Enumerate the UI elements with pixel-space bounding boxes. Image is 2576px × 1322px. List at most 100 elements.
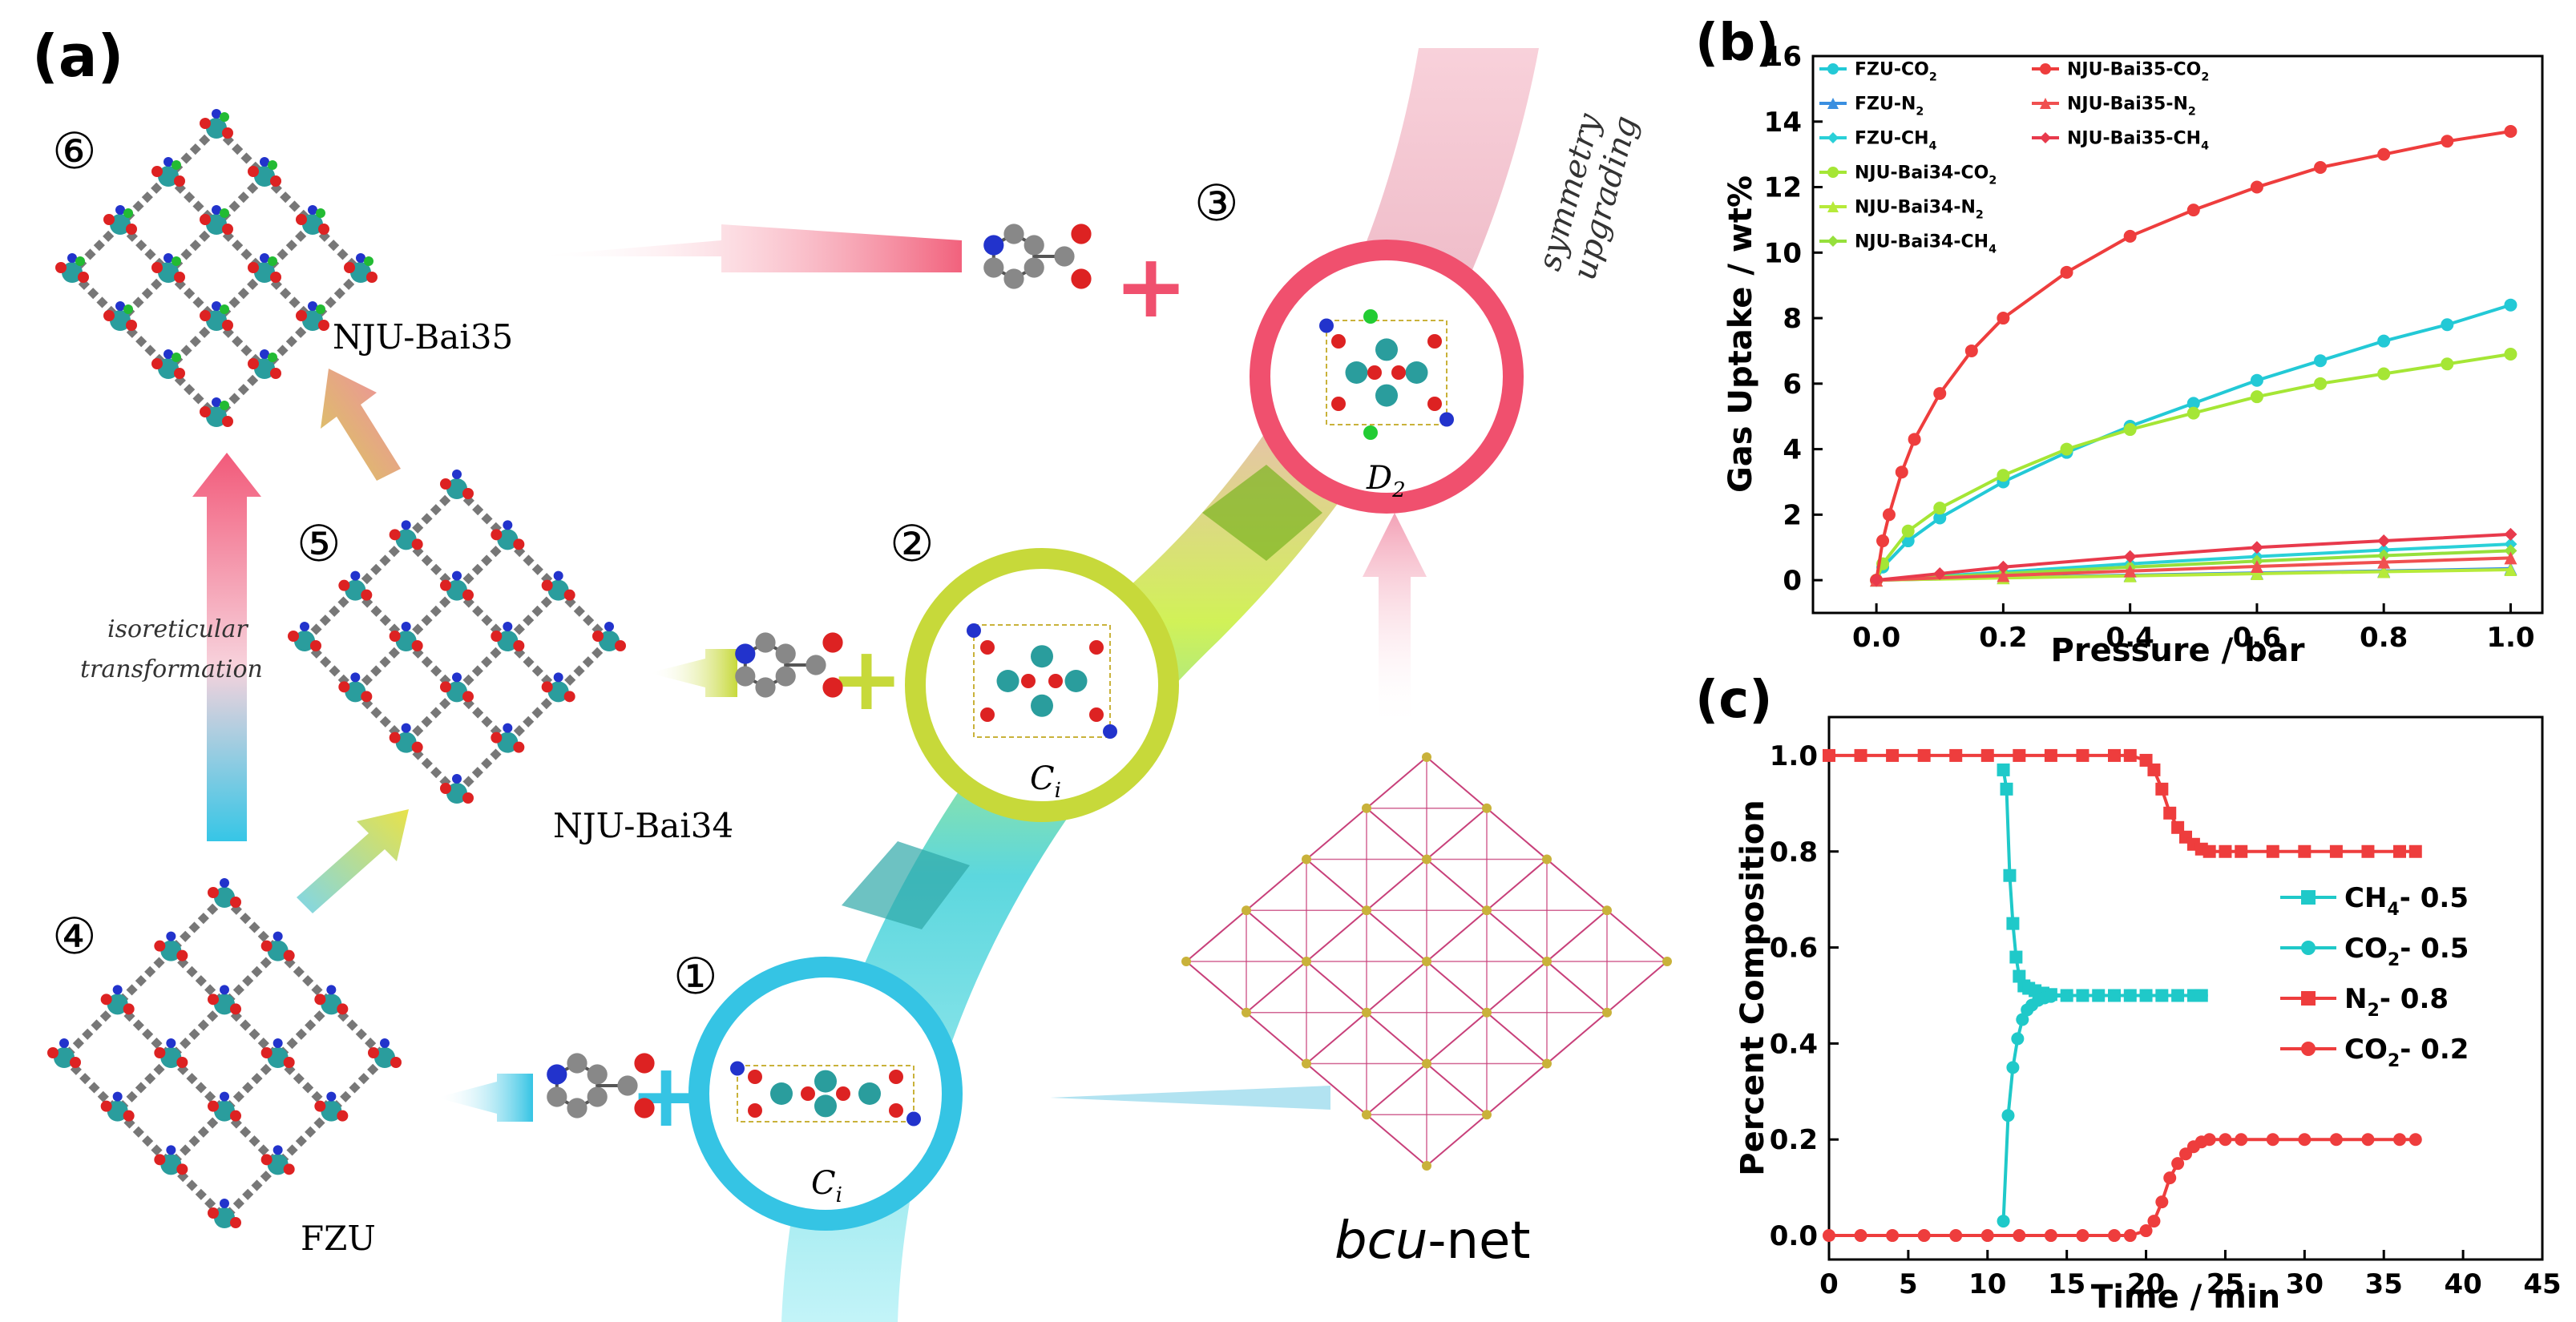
node-3-symmetry: D2 [1366,460,1406,502]
framework-linker [61,1001,121,1061]
oxygen-atom [318,224,329,235]
data-point [1933,511,1947,525]
legend-swatch-marker [2301,1042,2316,1056]
data-point [2235,1133,2248,1147]
nitrogen-atom [503,520,513,530]
oxygen-atom [411,538,423,550]
net-vertex [1362,1007,1371,1018]
panel-b-series [1870,125,2517,587]
oxygen-atom [176,1057,188,1068]
oxygen-atom [260,940,273,952]
x-tick-label: 0.6 [2233,622,2281,654]
framework-node [547,681,569,703]
metal-atom [1375,384,1398,407]
legend-entry: CO2- 0.2 [2280,1034,2469,1071]
data-point [2147,1215,2161,1228]
framework-linker [115,948,174,1007]
data-point [2171,989,2185,1002]
oxygen-atom [200,118,211,129]
y-tick-label: 0.4 [1770,1028,1818,1060]
net-vertex [1542,1058,1552,1069]
data-point [2219,844,2232,858]
data-point [2155,782,2169,796]
framework-linker [168,1001,228,1061]
nitrogen-atom [212,205,221,215]
legend-swatch-marker [2301,991,2316,1006]
mof-structure-fzu [47,878,402,1228]
data-point [2377,555,2391,569]
chlorine-atom [316,304,325,314]
carbon-atom [775,666,796,687]
data-point [2361,1133,2375,1147]
data-point [2329,1133,2343,1147]
oxygen-atom [222,416,233,427]
nitrogen-atom [260,253,269,263]
data-point [2171,1157,2185,1171]
oxygen-atom [151,166,163,177]
x-tick-label: 15 [2048,1268,2085,1300]
data-point [2123,550,2137,563]
framework-node [214,994,235,1015]
oxygen-atom [389,732,401,744]
data-point [2250,390,2263,404]
oxygen-atom [47,1047,59,1058]
framework-node [350,262,371,283]
oxygen-atom [248,166,259,177]
framework-node [158,262,179,283]
legend-label: NJU-Bai34-CO2 [1855,163,1997,187]
data-point [2377,147,2391,161]
panel-b-label: (b) [1695,14,1779,73]
data-point [2108,1229,2121,1243]
arrow-bcu-to-node3 [1363,513,1427,729]
data-point [1882,508,1896,522]
series-3 [1823,1133,2422,1243]
framework-linker [168,894,228,954]
net-vertex [1482,803,1492,813]
data-point [2203,844,2216,858]
series-line [1876,556,2511,582]
oxygen-atom [260,1154,273,1166]
nitrogen-atom [553,570,563,581]
oxygen-atom [230,1217,241,1228]
legend-swatch-marker [1827,63,1839,75]
data-point [2266,844,2279,858]
series-line [1876,549,2511,582]
framework-linker [403,587,460,644]
framework-node [321,1100,342,1122]
nitrogen-atom [983,235,1004,256]
metal-clusters [730,309,1454,1127]
oxygen-atom [176,1163,188,1175]
x-tick-label: 30 [2286,1268,2324,1300]
framework-linker [221,948,281,1007]
framework-node [267,940,289,961]
legend-label: N2- 0.8 [2344,983,2449,1021]
oxygen-atom [174,368,185,379]
oxygen-atom [154,1047,166,1058]
y-tick-label: 0.6 [1770,933,1818,965]
net-vertex [1362,1110,1371,1120]
panel-c-ylabel: Percent Composition [1734,800,1771,1175]
y-tick-label: 1.0 [1770,740,1818,772]
data-point [1997,1215,2010,1228]
framework-node [395,529,417,550]
y-tick-label: 2 [1783,499,1802,531]
step-number-4: ④ [52,907,97,965]
chlorine-atom [123,304,133,314]
data-point [2377,565,2391,578]
cluster-polyhedron [737,1065,915,1122]
chlorine-atom [316,208,325,218]
data-point [2441,318,2454,332]
cluster-polyhedron [1326,320,1447,425]
y-tick-label: 4 [1783,434,1802,466]
data-point [1917,748,1931,762]
framework-node [547,579,569,601]
framework-node [254,166,275,187]
legend-entry: FZU-CO2 [1819,60,1937,83]
data-point [1917,1229,1931,1243]
oxygen-atom [389,529,401,541]
data-point [2504,527,2517,541]
framework-node [206,406,227,427]
framework-linker [555,638,612,695]
oxygen-atom [296,310,307,321]
oxygen-atom [390,1057,402,1068]
